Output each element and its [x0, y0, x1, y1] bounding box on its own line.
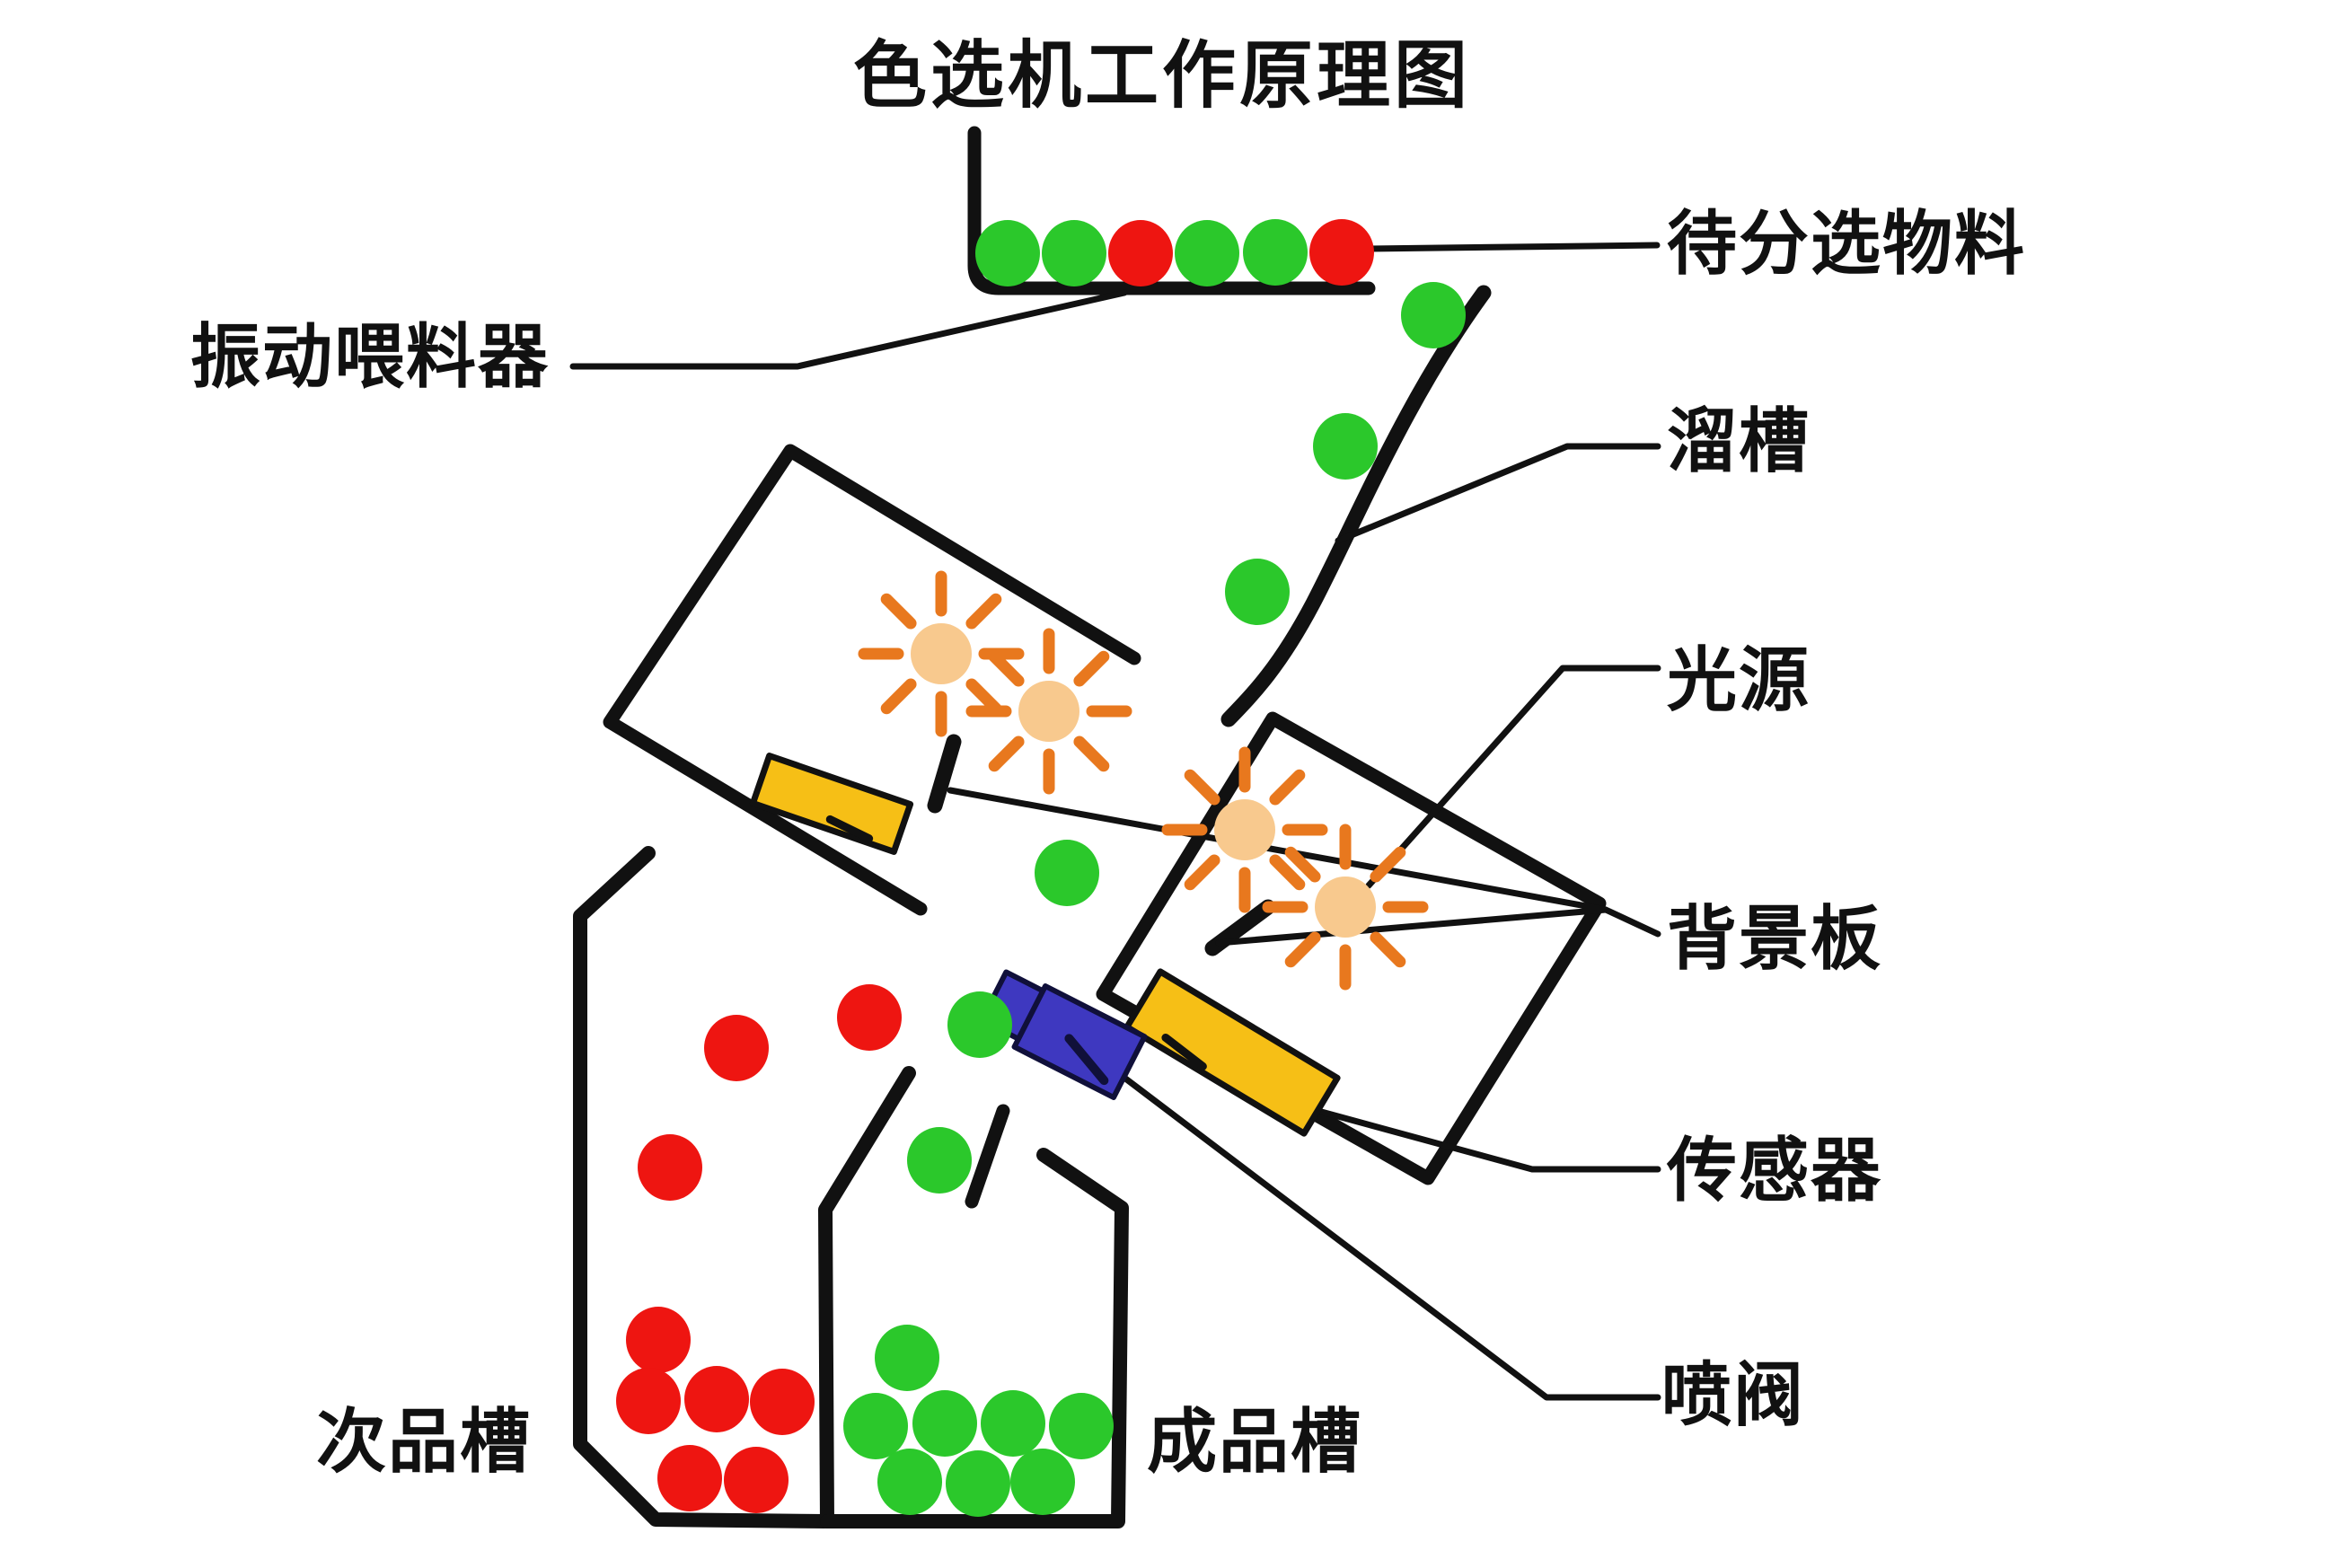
defect-material-ball: [638, 1134, 702, 1201]
sun-light-icon: [965, 628, 1132, 795]
label-chute: 溜槽: [1667, 401, 1811, 480]
material-balls-group: [616, 219, 1466, 1517]
good-material-ball: [975, 220, 1040, 286]
chute-line: [1220, 285, 1492, 727]
label-feeder: 振动喂料器: [190, 317, 550, 396]
label-sensor: 传感器: [1666, 1131, 1882, 1210]
defect-material-ball: [616, 1368, 681, 1434]
good-material-ball: [875, 1325, 939, 1391]
defect-material-ball: [704, 1015, 769, 1081]
good-material-ball: [946, 1450, 1010, 1517]
good-material-ball: [912, 1390, 977, 1457]
defect-material-ball: [724, 1447, 789, 1513]
leader-valve: [1114, 1069, 1661, 1401]
defect-material-ball: [1108, 220, 1173, 286]
label-reject-bin: 次品槽: [316, 1402, 532, 1481]
bin-divider-wall: [818, 1066, 916, 1528]
leader-chute: [1335, 443, 1661, 544]
valve-body: [1011, 982, 1148, 1101]
product-bin-wall: [820, 1148, 1129, 1528]
defect-material-ball: [626, 1307, 691, 1373]
good-material-ball: [1035, 840, 1099, 906]
good-material-ball: [1042, 220, 1106, 286]
spray-valve: [979, 969, 1148, 1101]
label-background-board: 背景板: [1667, 899, 1882, 978]
sun-light-icon: [1262, 824, 1429, 991]
sensor-right: [1123, 968, 1341, 1137]
left-camera-box: [603, 444, 1141, 916]
valve-mark: [1064, 1034, 1109, 1086]
good-material-ball: [877, 1449, 942, 1515]
good-material-ball: [1243, 219, 1308, 286]
good-material-ball: [1401, 282, 1466, 348]
label-material: 待分选物料: [1667, 204, 2026, 283]
leader-material: [1365, 242, 1661, 252]
leader-sensor: [1252, 1090, 1661, 1173]
sun-light-icon: [1161, 746, 1328, 913]
label-product-bin: 成品槽: [1147, 1402, 1362, 1481]
defect-material-ball: [657, 1445, 722, 1511]
good-material-ball: [907, 1127, 972, 1194]
sensor-left: [749, 753, 914, 855]
leader-feeder: [569, 289, 1128, 370]
funnel-deflector: [965, 1104, 1010, 1209]
defect-material-ball: [837, 984, 902, 1051]
label-valve: 喷阀: [1661, 1355, 1805, 1434]
good-material-ball: [1049, 1393, 1114, 1459]
good-material-ball: [1225, 559, 1290, 625]
page-title: 色选机工作原理图: [853, 35, 1471, 117]
good-material-ball: [1010, 1449, 1075, 1515]
light-sources-group: [858, 570, 1429, 991]
label-light: 光源: [1667, 640, 1811, 719]
background-board-left: [927, 734, 962, 814]
good-material-ball: [843, 1393, 908, 1459]
right-camera-box: [1096, 711, 1607, 1185]
defect-material-ball: [1309, 219, 1374, 286]
good-material-ball: [981, 1390, 1045, 1457]
defect-material-ball: [750, 1369, 815, 1435]
reject-bin-wall: [573, 846, 832, 1528]
leader-light: [1365, 665, 1661, 889]
good-material-ball: [947, 991, 1012, 1058]
good-material-ball: [1175, 220, 1239, 286]
defect-material-ball: [684, 1366, 749, 1432]
vibrating-feeder-tray: [967, 126, 1376, 295]
good-material-ball: [1313, 413, 1378, 480]
